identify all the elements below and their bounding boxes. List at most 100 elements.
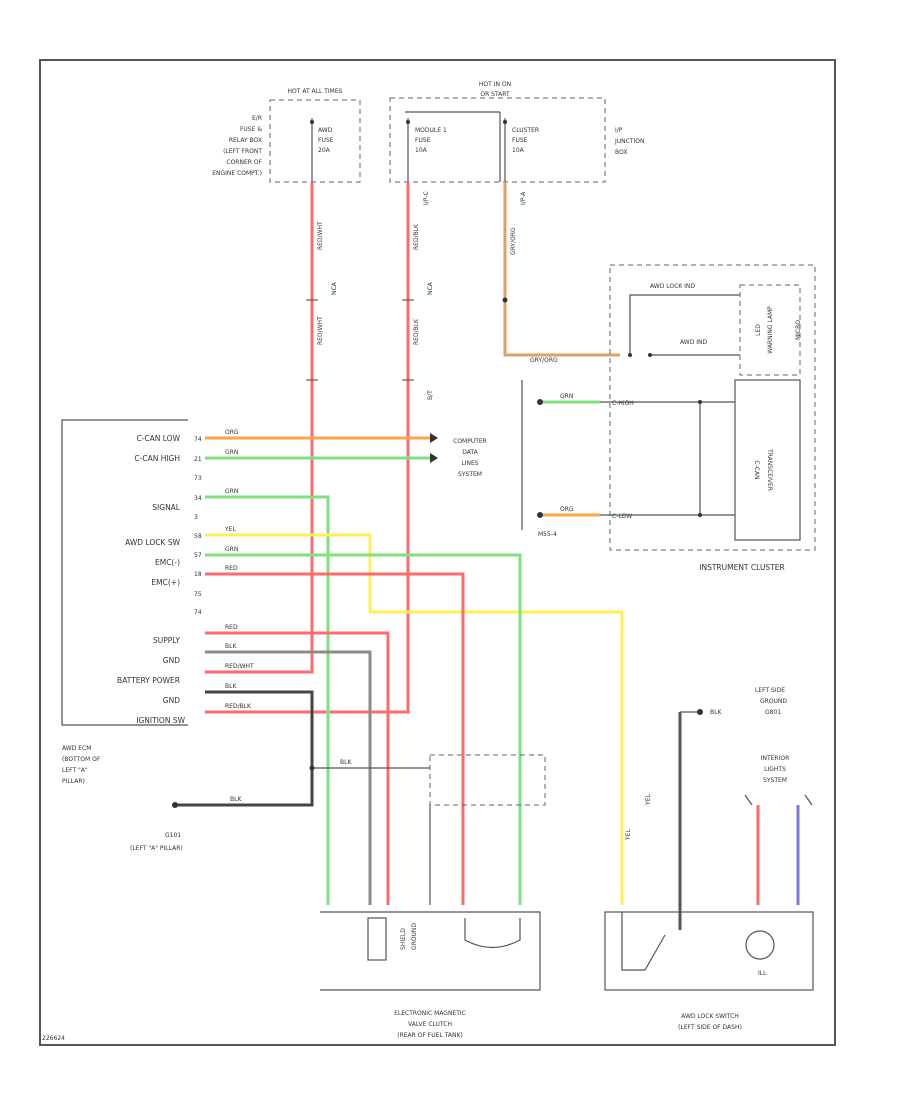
svg-text:AWD ECM: AWD ECM: [62, 745, 91, 752]
svg-text:GRN: GRN: [560, 393, 573, 400]
ecm-pin-awd-lock: AWD LOCK SW: [125, 538, 180, 547]
data-lines-label: COMPUTER DATA LINES SYSTEM: [453, 438, 487, 478]
svg-text:75: 75: [194, 591, 202, 598]
svg-text:BLK: BLK: [230, 796, 242, 803]
svg-text:G801: G801: [765, 709, 781, 716]
svg-text:34: 34: [194, 495, 202, 502]
svg-text:FUSE: FUSE: [415, 137, 431, 144]
fuse-pin-label-2: I/P-A: [520, 191, 527, 205]
wire-red-blk-ignition: [205, 182, 410, 714]
svg-text:COMPUTER: COMPUTER: [453, 438, 487, 445]
svg-text:NCA: NCA: [331, 281, 338, 295]
svg-text:3: 3: [194, 514, 198, 521]
svg-text:(LEFT FRONT: (LEFT FRONT: [223, 148, 262, 155]
ecm-pin-supply: SUPPLY: [153, 636, 180, 645]
svg-text:MODULE 1: MODULE 1: [415, 127, 447, 134]
svg-text:SYSTEM: SYSTEM: [458, 471, 482, 478]
svg-text:C-HIGH: C-HIGH: [612, 400, 634, 407]
wire-red-wht-battery: [205, 182, 314, 674]
svg-text:I/P: I/P: [615, 127, 623, 134]
svg-text:(BOTTOM OF: (BOTTOM OF: [62, 756, 101, 763]
svg-text:ORG: ORG: [560, 506, 574, 513]
svg-text:73: 73: [194, 475, 202, 482]
svg-text:GRY/ORG: GRY/ORG: [510, 227, 517, 255]
connector-ticks: [306, 299, 414, 381]
svg-text:LEFT "A": LEFT "A": [62, 767, 88, 774]
svg-text:21: 21: [194, 456, 202, 463]
svg-text:JUNCTION: JUNCTION: [614, 138, 644, 145]
awd-ecm: C-CAN LOW C-CAN HIGH SIGNAL AWD LOCK SW …: [61, 419, 188, 785]
svg-text:57: 57: [194, 552, 202, 559]
ecm-pin-signal: SIGNAL: [152, 503, 181, 512]
ecm-pin-numbers: 74 21 73 34 3 58 57 18 75 74: [194, 436, 202, 616]
ecm-pin-ignition: IGNITION SW: [136, 716, 185, 725]
wire-signal: [205, 495, 330, 905]
wire-awd-lock-sw: [205, 533, 624, 905]
svg-text:LEFT SIDE: LEFT SIDE: [755, 687, 785, 694]
svg-text:GROUND: GROUND: [411, 923, 418, 950]
svg-text:MICRO: MICRO: [795, 320, 802, 340]
svg-text:NCA: NCA: [427, 281, 434, 295]
svg-text:RED/BLK: RED/BLK: [225, 703, 252, 710]
svg-text:C-CAN: C-CAN: [753, 460, 760, 479]
svg-text:RED/WHT: RED/WHT: [317, 316, 324, 345]
fuse2-header: HOT IN ON: [479, 81, 511, 88]
svg-text:CLUSTER: CLUSTER: [512, 127, 539, 134]
svg-text:LIGHTS: LIGHTS: [764, 766, 786, 773]
wire-emc-neg: [205, 553, 522, 905]
svg-text:G101: G101: [165, 832, 181, 839]
fuse1-line2: FUSE: [318, 137, 334, 144]
svg-text:10A: 10A: [512, 147, 525, 154]
svg-text:ORG: ORG: [225, 429, 239, 436]
svg-text:INTERIOR: INTERIOR: [761, 755, 790, 762]
fuse1-line1: AWD: [318, 127, 333, 134]
svg-text:BOX: BOX: [615, 149, 627, 156]
svg-text:BLK: BLK: [225, 643, 237, 650]
svg-text:(LEFT SIDE OF DASH): (LEFT SIDE OF DASH): [678, 1024, 742, 1031]
svg-text:SYSTEM: SYSTEM: [763, 777, 787, 784]
svg-text:BLK: BLK: [710, 709, 722, 716]
svg-text:WARNING LAMP: WARNING LAMP: [767, 306, 774, 354]
svg-text:AWD LOCK IND: AWD LOCK IND: [650, 283, 695, 290]
svg-text:BLK: BLK: [225, 683, 237, 690]
svg-text:C-LOW: C-LOW: [612, 513, 632, 520]
svg-text:LED: LED: [755, 324, 762, 336]
svg-text:YEL: YEL: [645, 794, 652, 806]
svg-text:DATA: DATA: [462, 449, 478, 456]
svg-text:RED: RED: [225, 565, 238, 572]
svg-text:B/T: B/T: [427, 390, 434, 400]
svg-text:FUSE: FUSE: [512, 137, 528, 144]
fuse1-line3: 20A: [318, 147, 331, 154]
svg-text:RED/WHT: RED/WHT: [317, 221, 324, 250]
svg-text:SHIELD: SHIELD: [400, 928, 407, 950]
diagram-frame: [39, 59, 836, 1046]
svg-text:10A: 10A: [415, 147, 428, 154]
ecm-pin-can-high: C-CAN HIGH: [134, 454, 180, 463]
svg-text:YEL: YEL: [224, 526, 236, 533]
footer-id: 226624: [42, 1035, 65, 1042]
fuse-block-hot-at-all-times: HOT AT ALL TIMES AWD FUSE 20A E/R FUSE &…: [212, 88, 361, 183]
valve-clutch: SHIELD GROUND ELECTRONIC MAGNETIC VALVE …: [320, 911, 541, 1039]
svg-text:AWD LOCK SWITCH: AWD LOCK SWITCH: [681, 1013, 739, 1020]
svg-text:74: 74: [194, 609, 202, 616]
svg-text:18: 18: [194, 571, 202, 578]
svg-text:PILLAR): PILLAR): [62, 778, 85, 785]
svg-text:LINES: LINES: [461, 460, 478, 467]
ecm-pin-emc-neg: EMC(-): [155, 558, 180, 567]
fuse-pin-label-1: I/P-C: [423, 191, 430, 205]
svg-text:RELAY BOX: RELAY BOX: [229, 137, 262, 144]
svg-text:FUSE &: FUSE &: [240, 126, 262, 133]
svg-text:58: 58: [194, 533, 202, 540]
wire-gnd2: [175, 690, 314, 807]
wire-supply: [205, 631, 390, 905]
svg-text:BLK: BLK: [340, 759, 352, 766]
svg-text:YEL: YEL: [625, 829, 632, 841]
awd-lock-switch: ILL AWD LOCK SWITCH (LEFT SIDE OF DASH) …: [604, 755, 814, 1031]
ecm-pin-gnd2: GND: [163, 696, 180, 705]
svg-text:RED/WHT: RED/WHT: [225, 663, 254, 670]
ecm-pin-emc-pos: EMC(+): [151, 578, 180, 587]
svg-text:GRY/ORG: GRY/ORG: [530, 357, 558, 364]
svg-text:GRN: GRN: [225, 546, 238, 553]
fuse2-subheader: OR START: [480, 91, 510, 98]
